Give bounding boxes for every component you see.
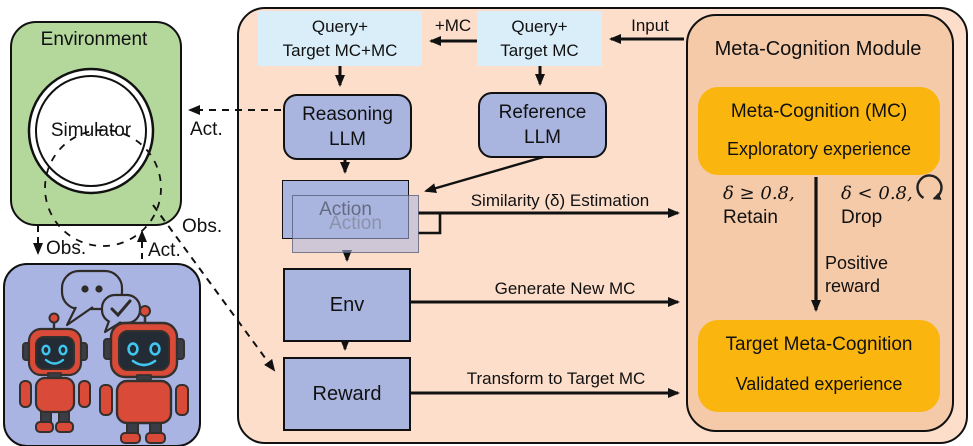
- robots-illustration: [19, 269, 189, 444]
- speech-bubbles: [60, 269, 142, 334]
- generate-new-mc-label: Generate New MC: [494, 279, 636, 298]
- mc-box: Meta-Cognition (MC) Exploratory experien…: [698, 87, 940, 175]
- environment-title: Environment: [40, 29, 148, 50]
- query-target-mc-box: Query+ Target MC: [477, 11, 602, 66]
- act-up-label: Act.: [148, 240, 181, 261]
- speech-bubble-check: [100, 293, 142, 325]
- drop-condition: δ < 0.8, Drop: [841, 183, 913, 228]
- positive-reward-label: Positive reward: [825, 253, 889, 297]
- checkmark-icon: [110, 299, 132, 318]
- env-node: Env: [283, 268, 411, 342]
- mc-box-subtitle: Exploratory experience: [726, 139, 912, 159]
- similarity-estimation-label: Similarity (δ) Estimation: [470, 191, 650, 210]
- mc-box-title: Meta-Cognition (MC): [730, 101, 908, 122]
- act-sim-label: Act.: [190, 119, 223, 140]
- retain-condition: δ ≥ 0.8, Retain: [723, 183, 795, 228]
- agents-box: [3, 263, 201, 446]
- reference-llm-node: Reference LLM: [478, 92, 607, 158]
- module-title: Meta-Cognition Module: [714, 38, 922, 60]
- obs-down-label: Obs.: [46, 238, 87, 259]
- input-label: Input: [631, 16, 669, 35]
- query-target-mc-mc-box: Query+ Target MC+MC: [258, 11, 422, 66]
- obs-diag-label: Obs.: [182, 216, 223, 237]
- target-mc-box: Target Meta-Cognition Validated experien…: [698, 320, 940, 412]
- target-mc-title: Target Meta-Cognition: [725, 334, 913, 355]
- transform-target-mc-label: Transform to Target MC: [466, 369, 646, 388]
- reward-node: Reward: [283, 357, 411, 431]
- reasoning-llm-node: Reasoning LLM: [283, 94, 412, 160]
- robot-left: [19, 312, 91, 433]
- plus-mc-label: +MC: [434, 16, 472, 35]
- target-mc-subtitle: Validated experience: [735, 374, 903, 394]
- action-node-front: Action: [292, 195, 419, 253]
- simulator-label: Simulator: [50, 120, 132, 141]
